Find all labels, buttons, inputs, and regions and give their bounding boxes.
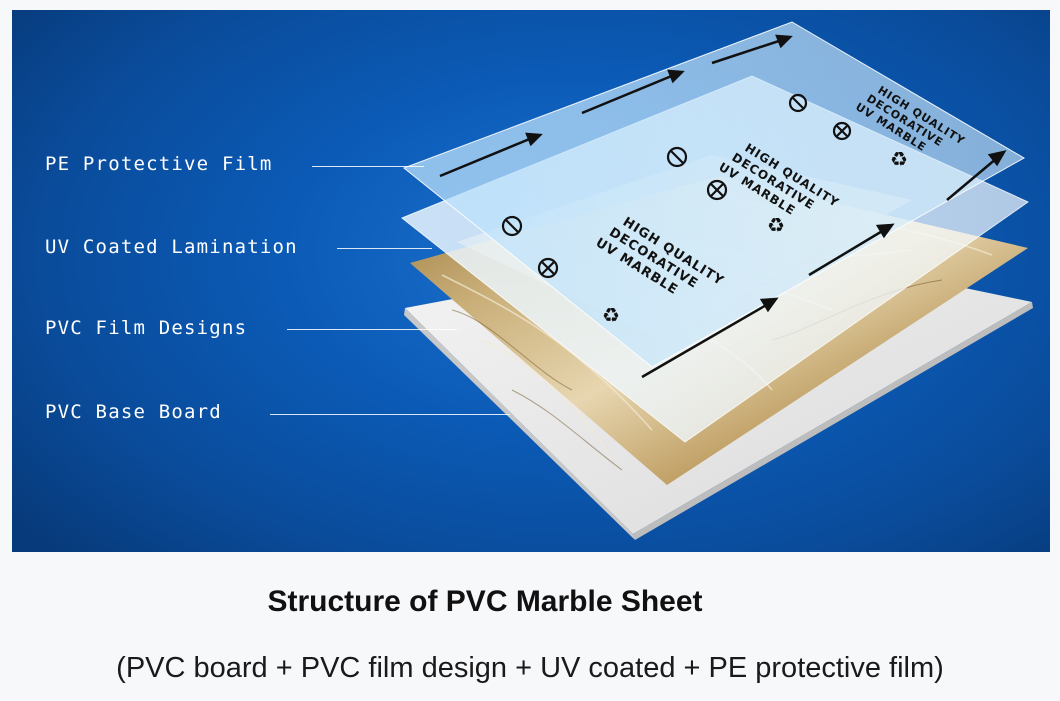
layer-label-pvc-base-board: PVC Base Board [45,401,222,423]
leader-line-base [270,414,510,415]
caption-subtitle: (PVC board + PVC film design + UV coated… [116,652,944,684]
leader-line-pe [312,166,424,167]
caption-title: Structure of PVC Marble Sheet [267,585,703,618]
layer-label-pe-protective-film: PE Protective Film [45,153,273,175]
leader-line-film [287,329,457,330]
leader-line-uv [337,248,432,249]
layer-label-pvc-film-designs: PVC Film Designs [45,317,248,339]
svg-text:♻: ♻ [767,213,785,237]
layer-stack-illustration: ♻ ♻ ♻ HIGH QUALITY DECORATIVE UV MARBLE … [401,21,1033,540]
print-symbols [501,93,852,279]
diagram-panel: ♻ ♻ ♻ HIGH QUALITY DECORATIVE UV MARBLE … [12,10,1050,552]
layer-label-uv-coated-lamination: UV Coated Lamination [45,236,298,258]
print-arrows [439,34,1007,379]
recycle-symbols: ♻ ♻ ♻ [602,147,908,327]
svg-text:♻: ♻ [890,147,908,171]
svg-text:♻: ♻ [602,303,620,327]
